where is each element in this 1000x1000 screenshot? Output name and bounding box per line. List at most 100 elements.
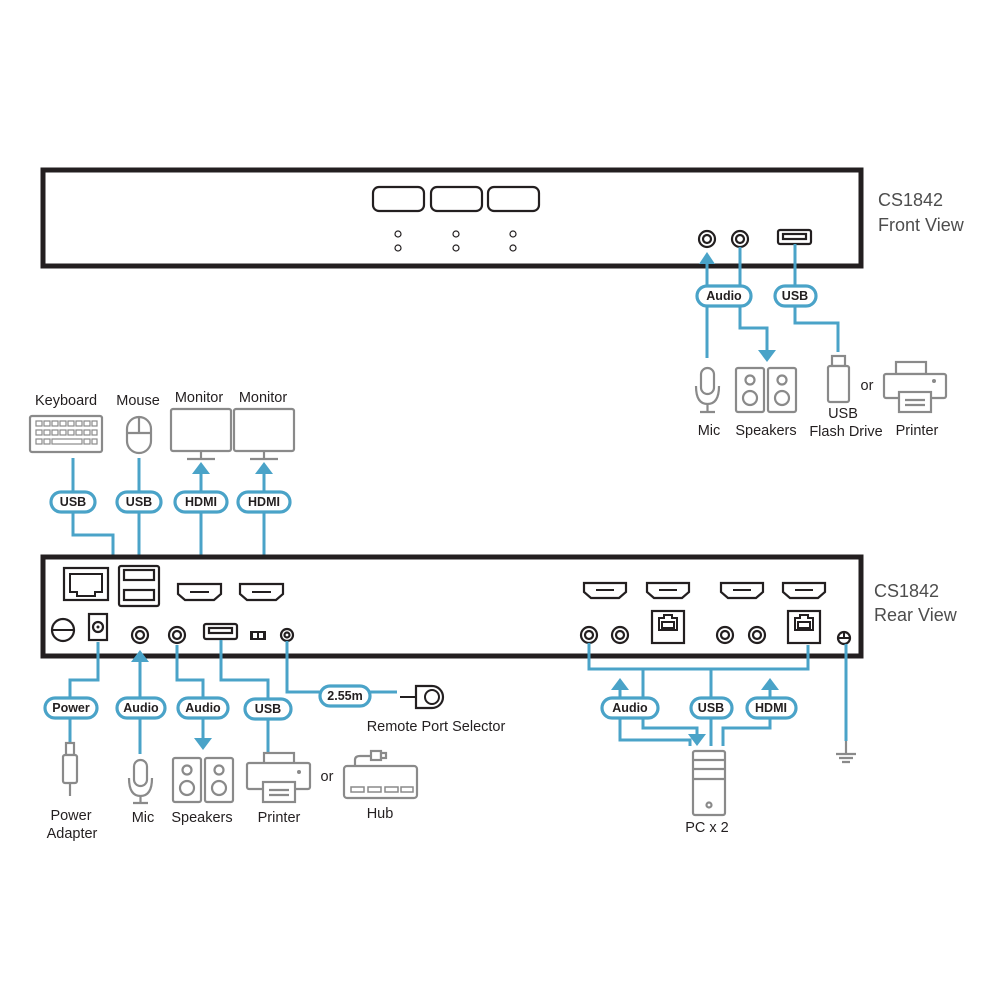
monitor-1-icon [169, 407, 233, 461]
arrow-down-icon [758, 350, 776, 362]
rear-mic-label: Mic [132, 810, 155, 826]
hub-label: Hub [367, 806, 394, 822]
power-jack [87, 612, 109, 642]
console-usb-port-rear [202, 622, 239, 641]
rear-printer-label: Printer [258, 810, 301, 826]
pc-label: PC x 2 [685, 820, 729, 836]
monitor-2-hdmi-pill: HDMI [236, 490, 292, 514]
monitor-2-label: Monitor [239, 390, 288, 406]
svg-text:Audio: Audio [612, 701, 648, 715]
monitor-2-icon [232, 407, 296, 461]
pc-hdmi-pill: HDMI [745, 696, 798, 720]
led-indicator [452, 244, 460, 252]
rear-speakers-icon [171, 756, 235, 804]
front-speakers-label: Speakers [735, 423, 796, 439]
remote-port-selector-icon [400, 684, 445, 710]
arrow-up-icon [611, 678, 629, 690]
front-or-label: or [861, 378, 874, 394]
printer-icon [882, 360, 948, 414]
mouse-usb-pill: USB [115, 490, 163, 514]
svg-text:USB: USB [126, 495, 152, 509]
mouse-icon [125, 415, 153, 455]
power-adapter-label-2: Adapter [47, 826, 98, 842]
svg-text:Audio: Audio [706, 289, 742, 303]
keyboard-usb-pill: USB [49, 490, 97, 514]
arrow-up-icon [761, 678, 779, 690]
led-indicator [509, 244, 517, 252]
remote-port-selector-label: Remote Port Selector [367, 719, 506, 735]
arrow-up-icon [255, 462, 273, 474]
usb-flash-drive-icon [826, 354, 851, 404]
port-select-button-1[interactable] [371, 185, 426, 213]
rear-model-label: CS1842 [874, 581, 939, 601]
rear-or-label: or [321, 769, 334, 785]
rear-speakers-label: Speakers [171, 810, 232, 826]
monitor-1-label: Monitor [175, 390, 224, 406]
remote-port-jack [279, 627, 295, 643]
power-adapter-label-1: Power [50, 808, 91, 824]
port-select-button-3[interactable] [486, 185, 541, 213]
front-view-label: Front View [878, 215, 965, 235]
front-mic-label: Mic [698, 423, 721, 439]
monitor-1-hdmi-pill: HDMI [173, 490, 229, 514]
rear-chassis [40, 554, 864, 659]
console-speaker-jack [167, 625, 187, 645]
svg-text:2.55m: 2.55m [327, 689, 362, 703]
svg-text:Audio: Audio [185, 701, 221, 715]
console-usb-ports [117, 564, 161, 608]
svg-text:USB: USB [60, 495, 86, 509]
pc1-usb-b-port [650, 609, 686, 645]
arrow-down-icon [688, 734, 706, 746]
keyboard-icon [28, 414, 104, 454]
usb-hub-icon [342, 749, 419, 800]
svg-text:HDMI: HDMI [755, 701, 787, 715]
mic-icon [694, 366, 721, 414]
pc2-usb-b-port [786, 609, 822, 645]
front-usb-pill: USB [773, 284, 818, 308]
arrow-down-icon [194, 738, 212, 750]
rear-view-label: Rear View [874, 605, 958, 625]
front-chassis [40, 167, 864, 269]
pc2-mic-jack [715, 625, 735, 645]
rear-printer-icon [245, 751, 312, 804]
svg-text:USB: USB [782, 289, 808, 303]
front-audio-pill: Audio [695, 284, 753, 308]
svg-text:HDMI: HDMI [248, 495, 280, 509]
led-indicator [394, 230, 402, 238]
pc-tower-icon [691, 749, 727, 817]
flash-drive-label-1: USB [828, 406, 858, 422]
keyboard-label: Keyboard [35, 393, 97, 409]
power-switch-icon [50, 617, 76, 643]
rear-usb-pill: USB [243, 697, 293, 721]
svg-text:Audio: Audio [123, 701, 159, 715]
mouse-label: Mouse [116, 393, 160, 409]
front-panel [40, 167, 864, 269]
port-select-button-2[interactable] [429, 185, 484, 213]
pc-usb-pill: USB [689, 696, 734, 720]
power-pill: Power [43, 696, 99, 720]
ground-screw-icon [836, 630, 852, 646]
rear-panel [40, 554, 864, 659]
speaker-audio-pill: Audio [176, 696, 230, 720]
speakers-icon [734, 366, 798, 414]
svg-text:USB: USB [255, 702, 281, 716]
led-indicator [452, 230, 460, 238]
pc1-speaker-jack [610, 625, 630, 645]
power-adapter-icon [61, 741, 79, 796]
cable-length-pill: 2.55m [318, 684, 372, 708]
flash-drive-label-2: Flash Drive [809, 424, 882, 440]
pc-audio-pill: Audio [600, 696, 660, 720]
pc1-mic-jack [579, 625, 599, 645]
mic-audio-pill: Audio [115, 696, 167, 720]
arrow-up-icon [131, 650, 149, 662]
svg-text:USB: USB [698, 701, 724, 715]
rear-mic-icon [127, 758, 154, 805]
console-mic-jack [130, 625, 150, 645]
front-speaker-jack [730, 229, 750, 249]
firmware-switch[interactable] [250, 631, 266, 640]
front-model-label: CS1842 [878, 190, 943, 210]
earth-ground-icon [836, 741, 856, 764]
svg-text:Power: Power [52, 701, 90, 715]
front-mic-jack [697, 229, 717, 249]
